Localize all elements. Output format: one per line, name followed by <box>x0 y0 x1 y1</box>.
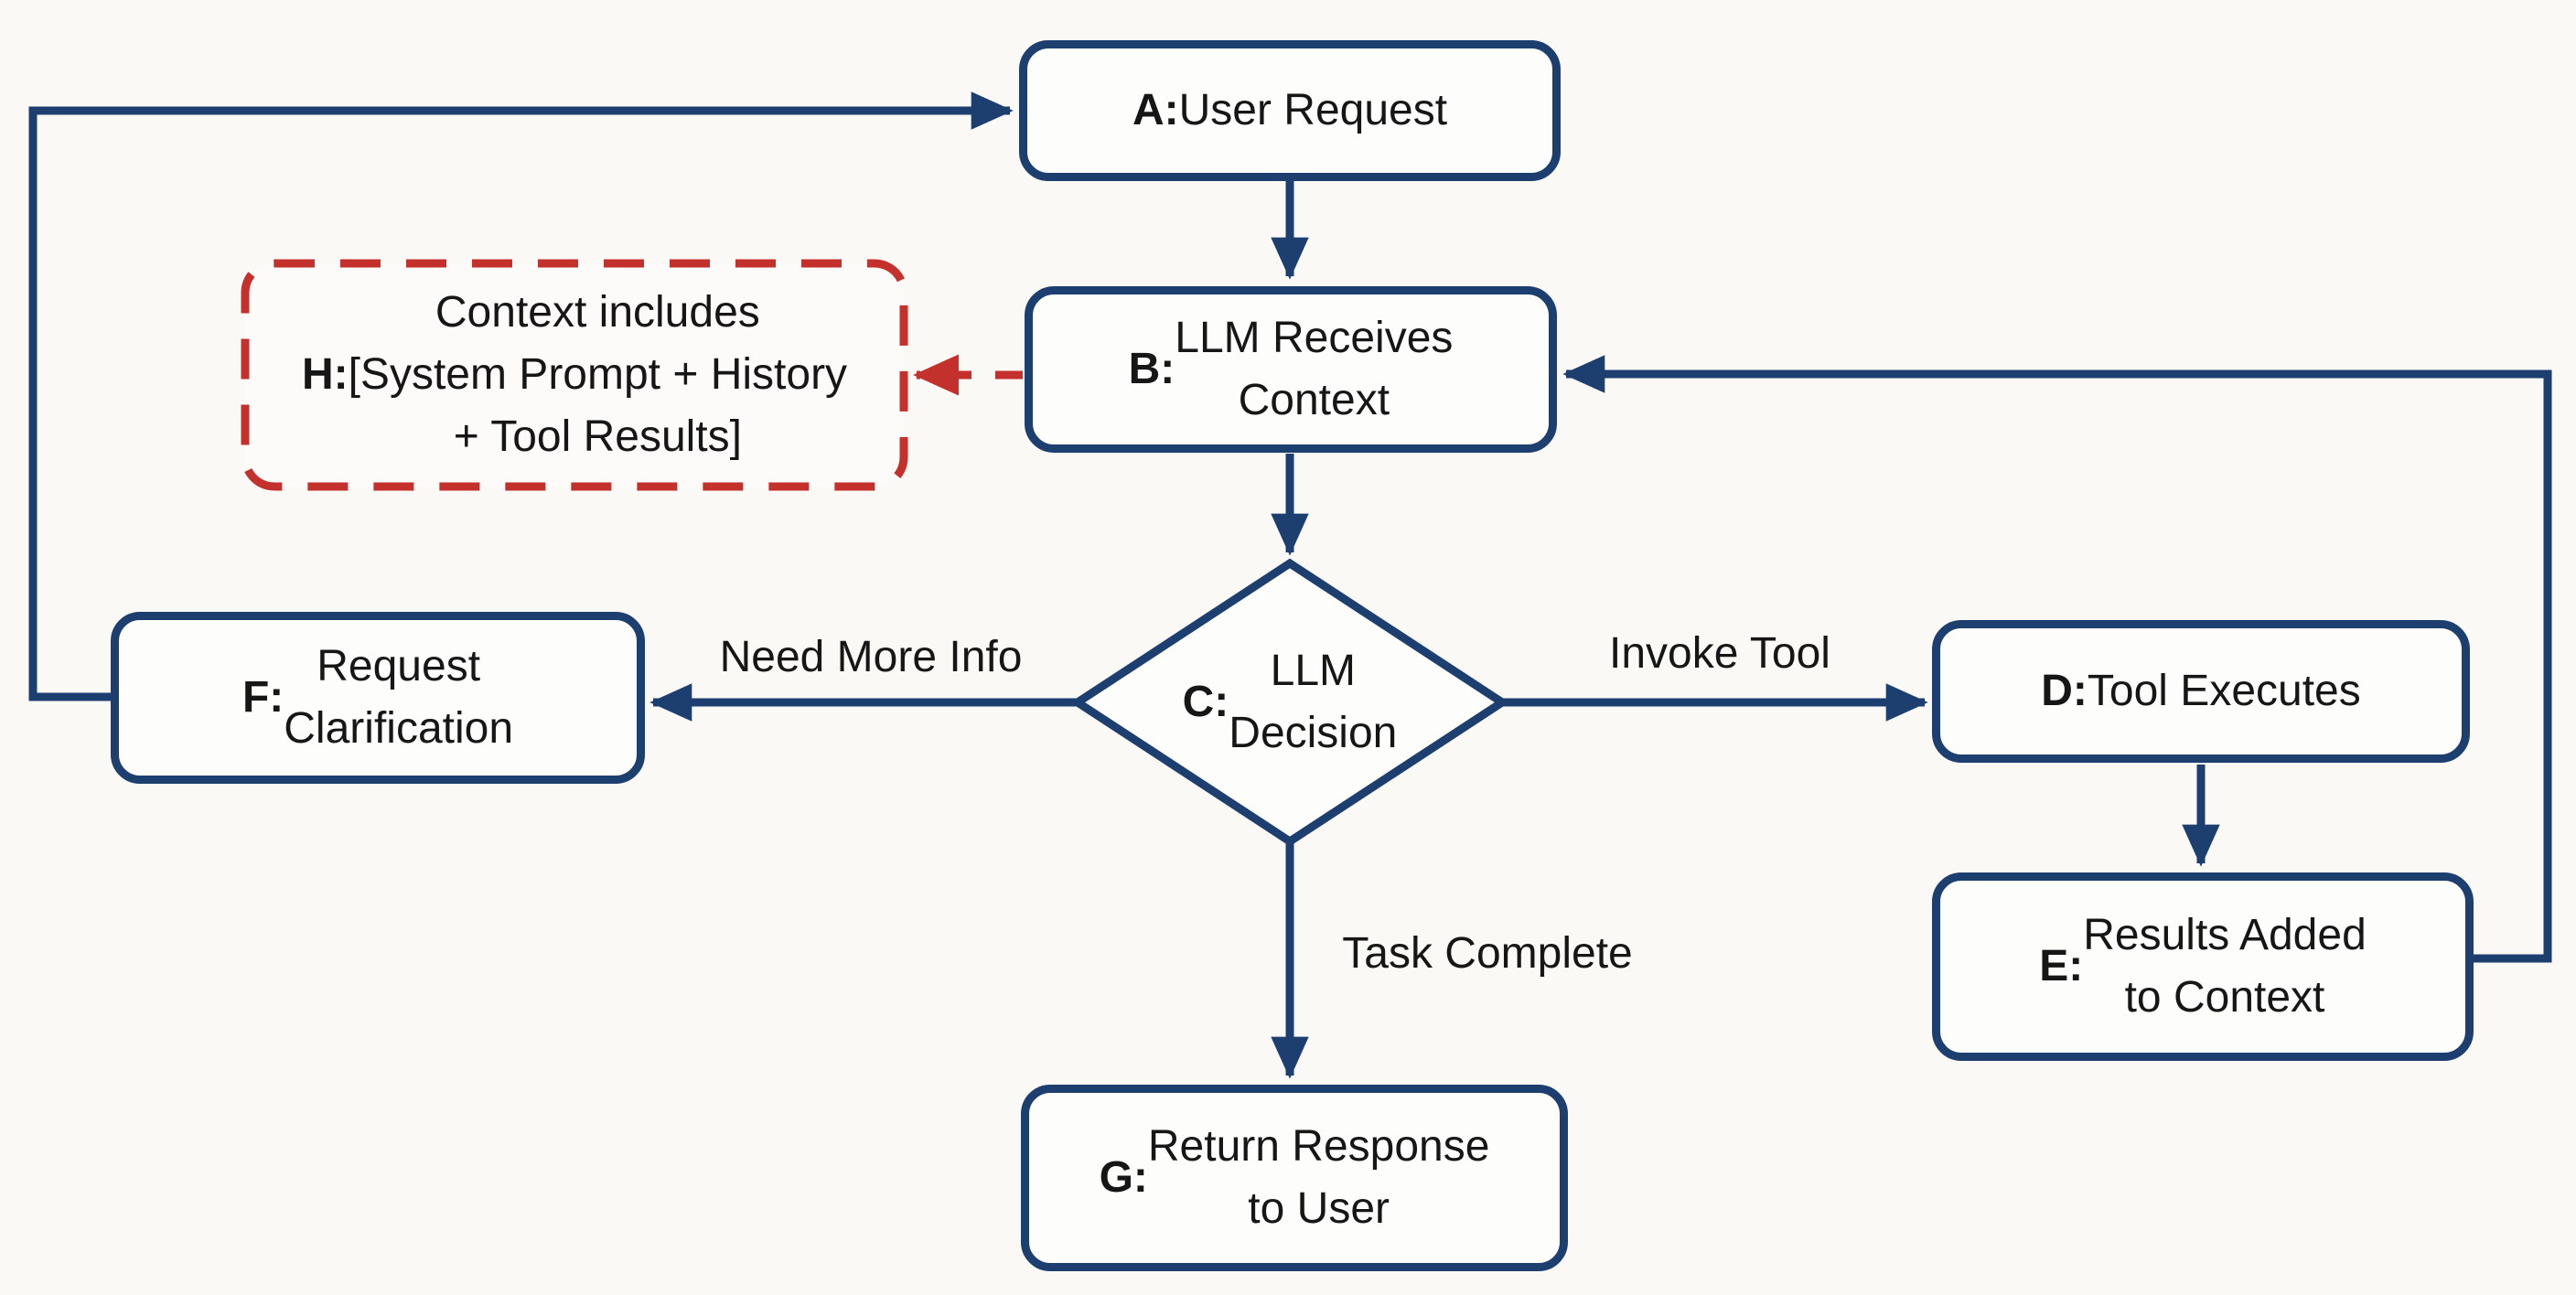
node-b-llm-receives-context: B: LLM Receives Context <box>1025 286 1557 453</box>
decision-diamond-shape <box>1069 558 1510 847</box>
node-f-request-clarification: F: Request Clarification <box>111 612 645 784</box>
node-f-prefix: F: <box>242 673 284 722</box>
node-e-results-added: E: Results Added to Context <box>1932 872 2474 1061</box>
node-h-context-note: H: Context includes [System Prompt + His… <box>245 263 904 487</box>
edge-label-need-more-info: Need More Info <box>719 633 1023 681</box>
node-b-prefix: B: <box>1128 345 1175 393</box>
node-f-label: Request Clarification <box>284 642 514 753</box>
edge-e-to-b-loop <box>1562 355 2552 963</box>
node-h-label: Context includes [System Prompt + Histor… <box>348 288 848 461</box>
node-h-prefix: H: <box>301 350 349 399</box>
node-c-prefix: C: <box>1182 678 1229 726</box>
node-c-label: LLM Decision <box>1229 647 1398 757</box>
node-g-label: Return Response to User <box>1147 1122 1490 1233</box>
node-d-label: Tool Executes <box>2087 667 2361 715</box>
edge-f-to-a-loop <box>28 91 1014 701</box>
node-a-prefix: A: <box>1132 86 1179 134</box>
node-g-return-response: G: Return Response to User <box>1021 1085 1568 1271</box>
context-note-dashed-border <box>241 259 908 491</box>
node-a-label: User Request <box>1178 86 1448 134</box>
node-e-label: Results Added to Context <box>2083 911 2367 1022</box>
edge-label-task-complete: Task Complete <box>1342 929 1633 978</box>
edge-label-invoke-tool: Invoke Tool <box>1609 629 1830 678</box>
node-d-tool-executes: D: Tool Executes <box>1932 620 2470 763</box>
node-c-llm-decision: C: LLM Decision <box>1134 631 1445 774</box>
node-d-prefix: D: <box>2041 667 2088 715</box>
node-b-label: LLM Receives Context <box>1175 314 1454 424</box>
node-g-prefix: G: <box>1099 1153 1148 1202</box>
node-e-prefix: E: <box>2039 942 2084 990</box>
node-a-user-request: A: User Request <box>1019 40 1561 181</box>
